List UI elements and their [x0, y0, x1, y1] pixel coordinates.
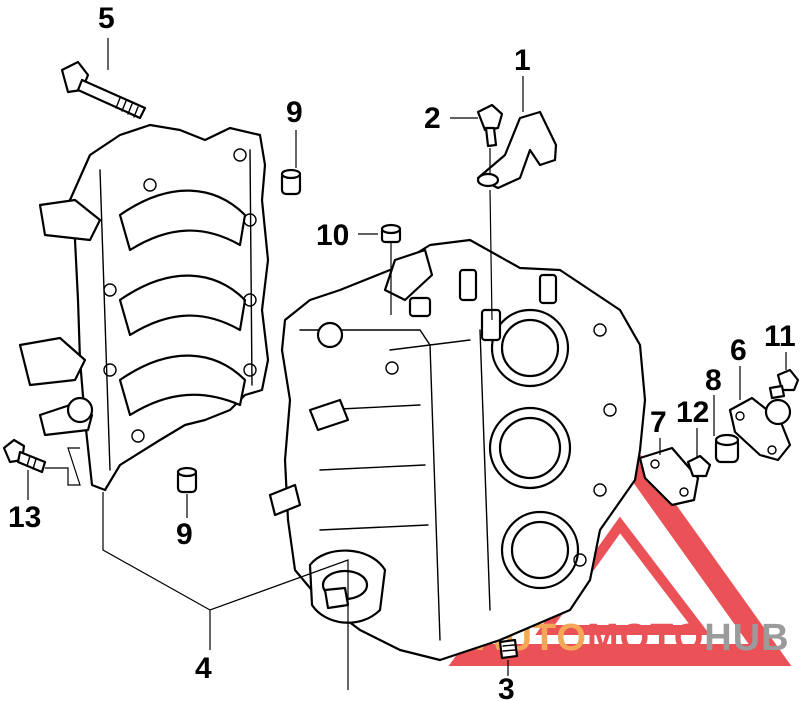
callout-8: 8 — [705, 364, 722, 397]
part-10-plug — [380, 223, 402, 244]
cylinder-block — [268, 238, 647, 662]
part-9-dowel-pin-lower — [176, 466, 198, 494]
part-6-cover-plate — [728, 396, 792, 462]
callout-10: 10 — [316, 219, 349, 252]
leader-4 — [102, 492, 349, 690]
callout-9-lower: 9 — [176, 518, 193, 551]
part-3-screw — [498, 638, 519, 660]
part-2-bolt — [476, 103, 504, 148]
part-13-bolt — [686, 454, 712, 478]
part-4-exhaust-cover — [18, 123, 270, 492]
part-5-long-bolt — [60, 60, 147, 120]
callout-12: 13 — [8, 501, 41, 534]
part-12-bolt — [2, 438, 47, 474]
callout-11: 11 — [764, 320, 796, 353]
callout-6: 6 — [730, 334, 747, 367]
callout-9-upper: 9 — [286, 96, 303, 129]
callout-2: 2 — [424, 102, 441, 135]
callout-13: 12 — [676, 396, 709, 429]
callout-7: 7 — [650, 406, 667, 439]
part-8-collar — [714, 433, 740, 464]
watermark-text-hub: HUB — [704, 617, 789, 659]
part-7-gasket — [638, 446, 700, 507]
leader-lines — [27, 38, 787, 690]
watermark-text-moto: MOTO — [587, 617, 704, 659]
part-9-dowel-pin-upper — [280, 168, 302, 196]
callouts: 5 9 1 2 10 11 6 8 7 12 13 9 4 3 — [8, 2, 796, 701]
callout-3: 3 — [498, 673, 515, 701]
part-1-bracket — [476, 110, 558, 190]
part-11-bolt — [768, 368, 800, 400]
callout-4: 4 — [195, 652, 212, 685]
leader-1-down — [489, 189, 493, 321]
leader-12b — [45, 447, 81, 486]
callout-5: 5 — [98, 2, 115, 35]
callout-1: 1 — [514, 44, 531, 77]
